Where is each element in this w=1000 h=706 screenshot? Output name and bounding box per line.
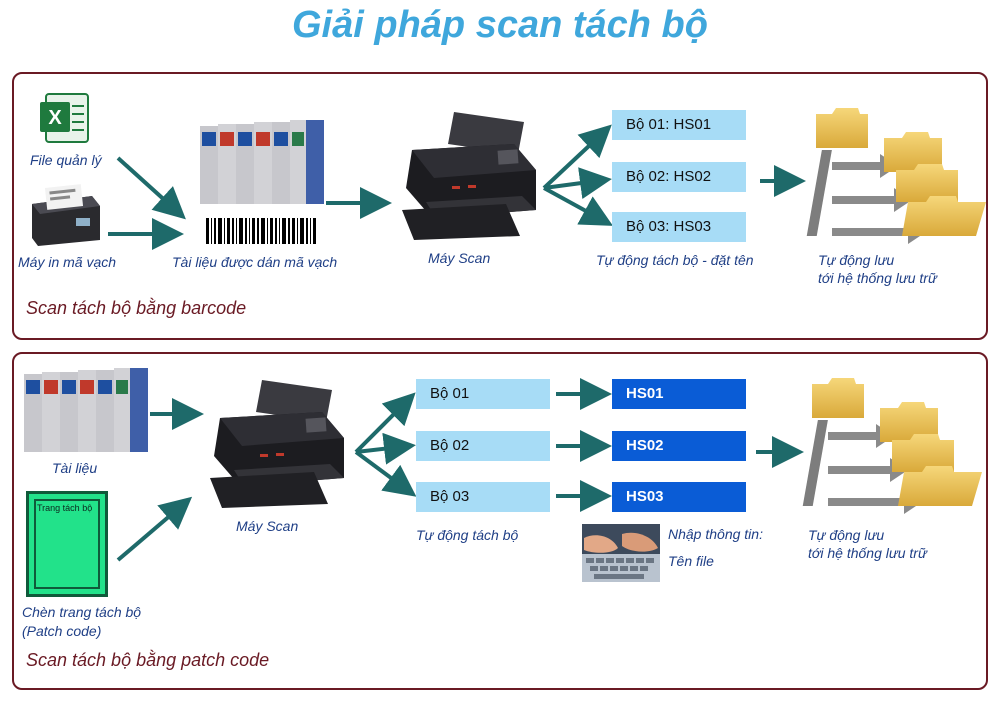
label-printer-icon <box>32 184 100 246</box>
patch-sheet-border <box>34 499 100 589</box>
file-label: File quản lý <box>30 152 102 168</box>
patch-storage-line2: tới hệ thống lưu trữ <box>808 545 927 561</box>
patch-docs-label: Tài liệu <box>52 460 98 476</box>
patch-name-1: HS01 <box>612 379 746 409</box>
patch-set-3: Bộ 03 <box>416 482 550 512</box>
scanner-icon-2 <box>210 380 344 508</box>
patch-set-2: Bộ 02 <box>416 431 550 461</box>
scanner-label: Máy Scan <box>428 250 491 266</box>
binders-icon <box>200 120 324 204</box>
input-info-line2: Tên file <box>668 553 714 569</box>
docs-label: Tài liệu được dán mã vạch <box>172 254 338 270</box>
patch-insert-line2: (Patch code) <box>22 623 102 639</box>
folder-tree-icon <box>806 108 986 244</box>
patch-scanner-label: Máy Scan <box>236 518 299 534</box>
folder-tree-icon-2 <box>802 378 982 514</box>
patch-caption: Scan tách bộ bằng patch code <box>26 650 270 670</box>
set-box-2: Bộ 02: HS02 <box>612 162 746 192</box>
scanner-icon <box>402 112 536 240</box>
barcode-icon <box>206 218 316 244</box>
storage-label-line2: tới hệ thống lưu trữ <box>818 270 937 286</box>
input-info-line1: Nhập thông tin: <box>668 526 763 542</box>
barcode-caption: Scan tách bộ bằng barcode <box>26 298 247 318</box>
patch-name-2: HS02 <box>612 431 746 461</box>
patch-insert-line1: Chèn trang tách bộ <box>22 604 142 620</box>
set-box-1: Bộ 01: HS01 <box>612 110 746 140</box>
patch-set-1: Bộ 01 <box>416 379 550 409</box>
binders-icon-2 <box>24 368 148 452</box>
printer-label: Máy in mã vạch <box>18 254 117 270</box>
storage-label-line1: Tự động lưu <box>818 252 895 268</box>
patch-name-3: HS03 <box>612 482 746 512</box>
excel-icon: X <box>40 93 89 143</box>
patch-storage-line1: Tự động lưu <box>808 527 885 543</box>
svg-text:X: X <box>48 107 62 129</box>
patch-split-label: Tự động tách bộ <box>416 527 519 543</box>
page-title: Giải pháp scan tách bộ <box>292 4 708 46</box>
set-box-3: Bộ 03: HS03 <box>612 212 746 242</box>
patch-sheet-text: Trang tách bộ <box>37 503 93 513</box>
keyboard-hands-icon <box>582 524 660 582</box>
split-label: Tự động tách bộ - đặt tên <box>596 252 754 268</box>
patch-sheet: Trang tách bộ <box>26 491 108 597</box>
